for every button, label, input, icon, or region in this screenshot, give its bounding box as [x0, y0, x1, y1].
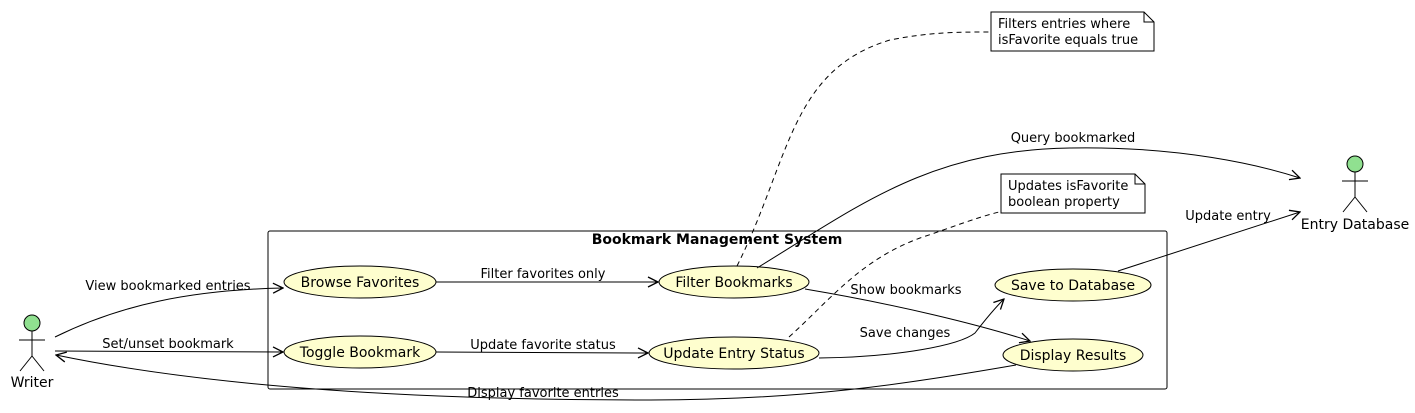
update-entry-label: Update entry: [1185, 209, 1271, 224]
filter-bookmarks-label: Filter Bookmarks: [675, 275, 792, 291]
edge-update-entry: Update entry: [1117, 209, 1300, 272]
edge-update-favorite-status: Update favorite status: [435, 338, 648, 353]
query-bookmarked-label: Query bookmarked: [1011, 131, 1136, 146]
system-boundary: Bookmark Management System: [267, 230, 1168, 390]
toggle-bookmark-label: Toggle Bookmark: [299, 345, 421, 361]
update-note-line-1: Updates isFavorite: [1008, 179, 1128, 194]
update-note-line-2: boolean property: [1008, 195, 1120, 210]
entry-database-actor-head: [1346, 155, 1364, 173]
browse-favorites-label: Browse Favorites: [301, 275, 420, 291]
view-bookmarked-entries-label: View bookmarked entries: [85, 279, 250, 294]
edge-view-bookmarked-entries: View bookmarked entries: [54, 279, 283, 338]
usecase-save-to-database[interactable]: Save to Database: [994, 268, 1152, 302]
writer-label: Writer: [11, 375, 54, 391]
usecase-update-entry-status[interactable]: Update Entry Status: [648, 336, 820, 370]
entry-database-label: Entry Database: [1301, 217, 1410, 233]
filter-note-line-2: isFavorite equals true: [998, 33, 1138, 48]
filter-note: Filters entries where isFavorite equals …: [990, 11, 1155, 52]
update-note-connector: [788, 211, 1000, 338]
set-unset-bookmark-label: Set/unset bookmark: [102, 337, 234, 352]
writer-actor-head: [23, 314, 41, 332]
system-title: Bookmark Management System: [592, 232, 843, 248]
edge-show-bookmarks: Show bookmarks: [804, 283, 1030, 341]
filter-note-connector: [736, 31, 992, 267]
entry-database-actor: Entry Database: [1301, 155, 1410, 233]
display-favorite-entries-label: Display favorite entries: [467, 386, 619, 401]
edge-save-changes: Save changes: [818, 299, 1004, 359]
save-changes-label: Save changes: [860, 326, 951, 341]
save-to-database-label: Save to Database: [1011, 278, 1135, 294]
edge-display-favorite-entries: Display favorite entries: [56, 355, 1017, 401]
update-favorite-status-label: Update favorite status: [470, 338, 616, 353]
usecase-display-results[interactable]: Display Results: [1002, 338, 1144, 372]
edge-query-bookmarked: Query bookmarked: [756, 131, 1300, 269]
usecase-toggle-bookmark[interactable]: Toggle Bookmark: [283, 335, 437, 369]
edge-set-unset-bookmark: Set/unset bookmark: [54, 337, 283, 352]
writer-actor: Writer: [11, 314, 54, 391]
filter-favorites-only-label: Filter favorites only: [481, 267, 606, 282]
usecase-filter-bookmarks[interactable]: Filter Bookmarks: [658, 265, 810, 299]
usecase-browse-favorites[interactable]: Browse Favorites: [283, 265, 437, 299]
update-entry-status-label: Update Entry Status: [663, 346, 804, 362]
edge-filter-favorites-only: Filter favorites only: [436, 267, 658, 282]
update-note: Updates isFavorite boolean property: [1000, 173, 1146, 214]
show-bookmarks-label: Show bookmarks: [850, 283, 961, 298]
display-results-label: Display Results: [1020, 348, 1127, 364]
filter-note-line-1: Filters entries where: [998, 17, 1130, 32]
